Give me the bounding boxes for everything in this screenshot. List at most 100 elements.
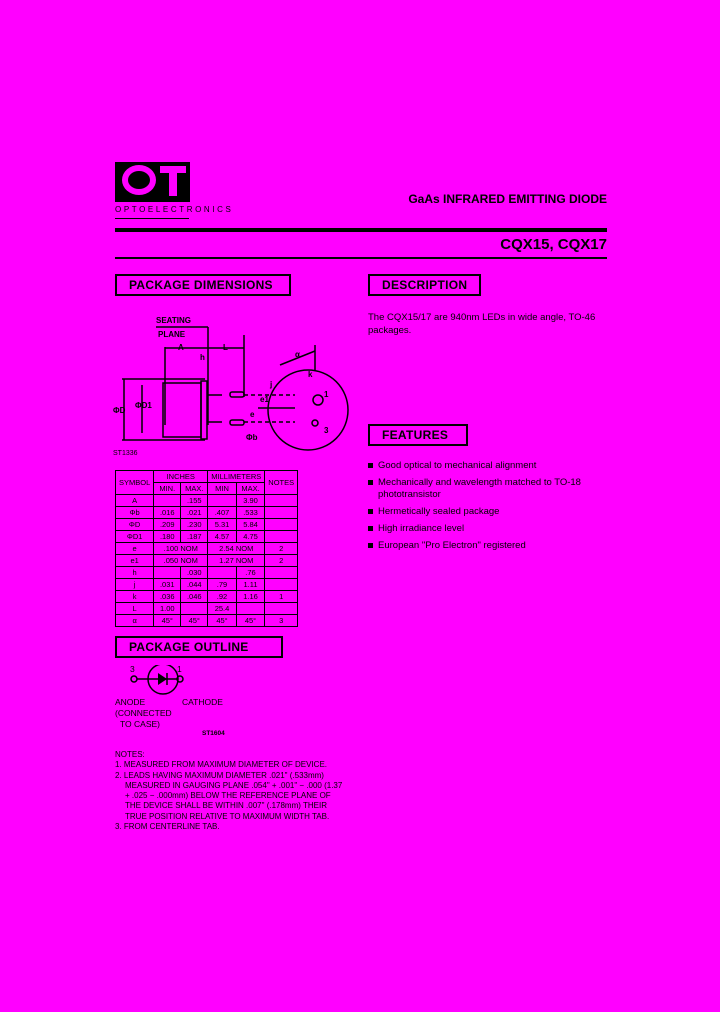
table-cell [153, 566, 182, 579]
dimensions-table: SYMBOL INCHES MILLIMETERS NOTES MIN. MAX… [114, 470, 299, 627]
outline-pin1: 1 [177, 665, 182, 674]
part-numbers: CQX15, CQX17 [500, 236, 607, 253]
table-cell [264, 530, 299, 543]
header-notes: NOTES [264, 470, 299, 495]
table-cell: Φb [114, 506, 155, 519]
outline-to-case: TO CASE) [120, 719, 160, 729]
header-min: MIN. [153, 482, 182, 495]
description-text: The CQX15/17 are 940nm LEDs in wide angl… [368, 312, 596, 336]
logo-q-shape [122, 165, 156, 195]
logo-subtitle: OPTOELECTRONICS [115, 205, 234, 214]
header-max: MAX. [180, 482, 209, 495]
table-cell: 1 [264, 590, 299, 603]
table-cell: L [114, 602, 155, 615]
table-cell: .187 [180, 530, 209, 543]
table-cell [264, 566, 299, 579]
diode-icon [158, 673, 167, 685]
table-cell [264, 602, 299, 615]
divider [115, 257, 607, 259]
table-cell: j [114, 578, 155, 591]
table-cell: .155 [180, 494, 209, 507]
table-cell: A [114, 494, 155, 507]
section-package-dimensions: PACKAGE DIMENSIONS [115, 274, 291, 296]
features-list: Good optical to mechanical alignment Mec… [368, 460, 613, 557]
table-cell: 45° [180, 614, 209, 627]
outline-cathode: CATHODE [182, 697, 223, 707]
feature-item: Good optical to mechanical alignment [368, 460, 613, 472]
table-cell [264, 494, 299, 507]
divider [115, 218, 189, 219]
table-cell: .050 NOM [153, 554, 209, 567]
section-description: DESCRIPTION [368, 274, 482, 296]
label-alpha: α [295, 350, 300, 359]
table-cell: 2 [264, 554, 299, 567]
table-cell: .79 [207, 578, 237, 591]
feature-item: European "Pro Electron" registered [368, 540, 613, 552]
table-cell: .76 [235, 566, 266, 579]
table-cell: .100 NOM [153, 542, 209, 555]
header-mm: MILLIMETERS [207, 470, 266, 483]
feature-item: High irradiance level [368, 523, 613, 535]
table-cell: .407 [207, 506, 237, 519]
outline-pin3: 3 [130, 665, 135, 674]
table-cell: 1.16 [235, 590, 266, 603]
table-cell: e1 [114, 554, 155, 567]
outline-anode: ANODE [115, 697, 146, 707]
table-cell [207, 494, 237, 507]
table-cell: ΦD1 [114, 530, 155, 543]
table-cell: .209 [153, 518, 182, 531]
table-cell: .533 [235, 506, 266, 519]
table-cell [207, 566, 237, 579]
package-dimensions-drawing: SEATING PLANE A h L ΦD ΦD1 Φb e e1 α j k… [113, 316, 349, 457]
table-cell: 45° [207, 614, 237, 627]
note-item: 2. LEADS HAVING MAXIMUM DIAMETER .021" (… [115, 770, 343, 821]
label-k: k [308, 370, 313, 379]
table-cell: .046 [180, 590, 209, 603]
table-cell: 1.11 [235, 578, 266, 591]
table-cell: .021 [180, 506, 209, 519]
section-package-outline: PACKAGE OUTLINE [115, 636, 283, 658]
header-mm-min: MIN [207, 482, 237, 495]
label-h: h [200, 353, 205, 362]
label-e: e [250, 410, 255, 419]
header-symbol: SYMBOL [114, 470, 155, 495]
document-title: GaAs INFRARED EMITTING DIODE [408, 192, 607, 206]
table-cell: ΦD [114, 518, 155, 531]
drawing-ref: ST1336 [113, 450, 138, 457]
table-row: A .155 3.90 [114, 494, 299, 507]
table-cell: 2.54 NOM [207, 542, 266, 555]
notes-title: NOTES: [115, 750, 145, 759]
note-item: 3. FROM CENTERLINE TAB. [115, 822, 220, 832]
table-cell [235, 602, 266, 615]
table-cell: 1.00 [153, 602, 182, 615]
feature-item: Hermetically sealed package [368, 506, 613, 518]
table-row: h .030 .76 [114, 566, 299, 579]
label-e1: e1 [260, 395, 269, 404]
header-inches: INCHES [153, 470, 209, 483]
table-cell: .036 [153, 590, 182, 603]
table-cell: 25.4 [207, 602, 237, 615]
table-cell: 5.84 [235, 518, 266, 531]
table-cell: k [114, 590, 155, 603]
table-cell: 3.90 [235, 494, 266, 507]
table-cell [264, 578, 299, 591]
label-pin3: 3 [324, 426, 329, 435]
table-cell: 4.75 [235, 530, 266, 543]
label-pin1: 1 [324, 390, 329, 399]
table-cell: 45° [235, 614, 266, 627]
table-cell: .030 [180, 566, 209, 579]
table-cell: .044 [180, 578, 209, 591]
header-mm-max: MAX. [235, 482, 266, 495]
package-outline-diagram: 3 1 ANODE (CONNECTED TO CASE) CATHODE ST… [115, 665, 225, 737]
table-cell: .92 [207, 590, 237, 603]
table-cell: h [114, 566, 155, 579]
label-b: Φb [246, 433, 258, 442]
